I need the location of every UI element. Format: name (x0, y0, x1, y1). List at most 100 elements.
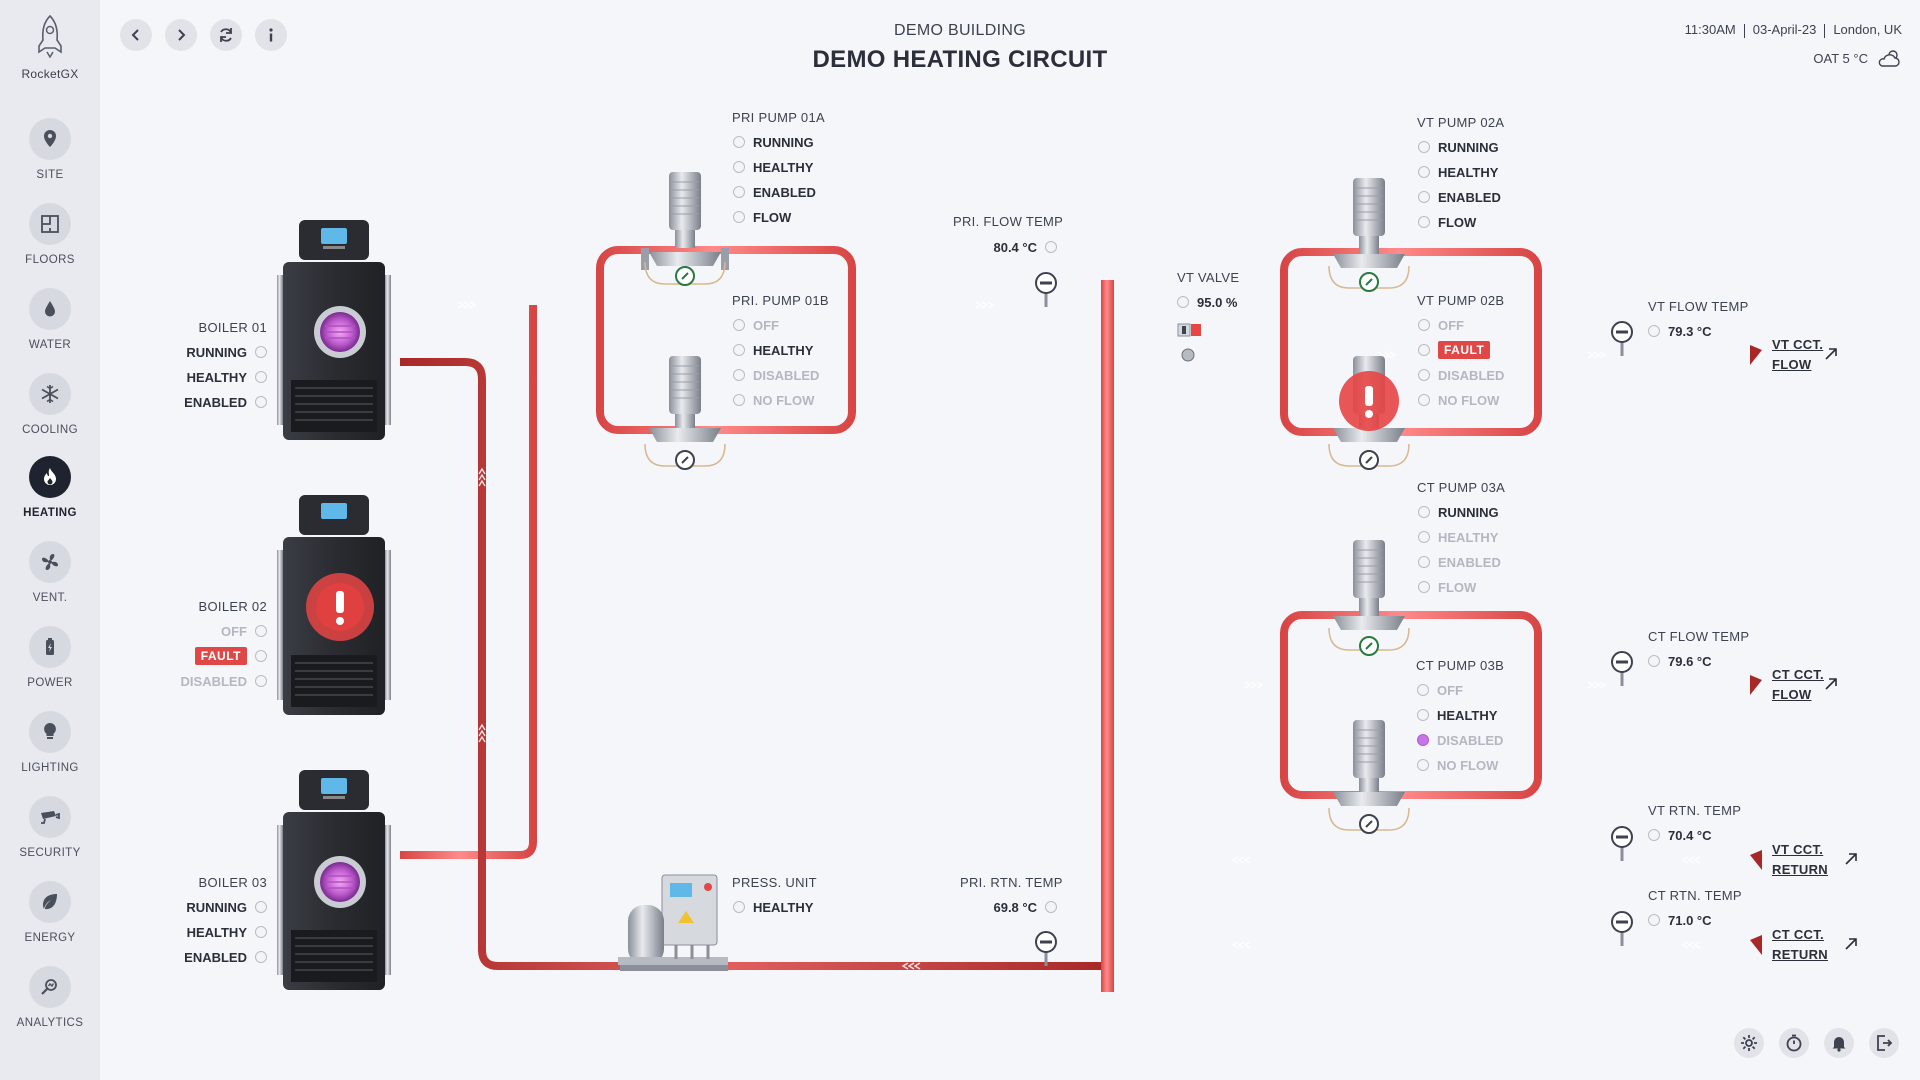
boiler-01-status-enabled[interactable]: ENABLED (120, 393, 267, 411)
sidebar-item-label: WATER (28, 339, 72, 351)
pri-pump-01a-unit[interactable] (641, 172, 729, 286)
cctv-camera-icon (41, 811, 60, 824)
ct-pump-03a-running[interactable]: RUNNING (1418, 503, 1499, 521)
forward-button[interactable] (165, 19, 197, 51)
vt-pump-02a-unit[interactable] (1328, 178, 1410, 292)
ct-pump-03b-no-flow[interactable]: NO FLOW (1417, 756, 1498, 774)
pri-flow-temp-title: PRI. FLOW TEMP (953, 214, 1064, 229)
vt-rtn-temp-sensor[interactable] (1611, 826, 1633, 861)
pressurisation-unit[interactable] (618, 874, 728, 971)
bell-icon (1832, 1037, 1846, 1052)
vt-pump-02a-flow[interactable]: FLOW (1418, 213, 1476, 231)
back-button[interactable] (120, 19, 152, 51)
location-pin-icon (44, 130, 56, 147)
notifications-button[interactable] (1824, 1028, 1854, 1058)
sidebar-item-energy[interactable]: ENERGY (0, 881, 100, 961)
info-button[interactable] (255, 19, 287, 51)
ct-pump-03b-disabled[interactable]: DISABLED (1417, 731, 1503, 749)
pri-pump-01b-off[interactable]: OFF (733, 316, 779, 334)
ct-rtn-temp-title: CT RTN. TEMP (1648, 888, 1742, 903)
sidebar-item-security[interactable]: SECURITY (0, 796, 100, 876)
brand-logo[interactable]: RocketGX (0, 14, 100, 81)
pri-pump-01a-healthy[interactable]: HEALTHY (733, 158, 813, 176)
vt-pump-02b-fault[interactable]: FAULT (1418, 341, 1491, 359)
snowflake-icon (41, 385, 59, 403)
sidebar-item-analytics[interactable]: ANALYTICS (0, 966, 100, 1046)
ct-pump-03b-unit[interactable] (1328, 720, 1410, 834)
boiler-03-status-running[interactable]: RUNNING (120, 898, 267, 916)
sidebar-item-label: ENERGY (24, 932, 76, 944)
ct-pump-03b-healthy[interactable]: HEALTHY (1417, 706, 1497, 724)
ct-pump-03a-flow[interactable]: FLOW (1418, 578, 1476, 596)
ct-cct-return-link[interactable]: CT CCT.RETURN (1772, 925, 1857, 965)
sidebar-item-heating[interactable]: HEATING (0, 456, 100, 536)
pri-pump-01a-enabled[interactable]: ENABLED (733, 183, 816, 201)
timer-button[interactable] (1779, 1028, 1809, 1058)
vt-flow-temp-sensor[interactable] (1611, 321, 1633, 356)
vt-pump-02b-unit[interactable] (1328, 356, 1410, 470)
sidebar-item-label: VENT. (32, 592, 68, 604)
vt-pump-02a-enabled[interactable]: ENABLED (1418, 188, 1501, 206)
sidebar-item-label: FLOORS (25, 254, 75, 266)
oat-value: OAT 5 °C (1813, 50, 1868, 66)
ct-pump-03a-healthy[interactable]: HEALTHY (1418, 528, 1498, 546)
pri-pump-01b-no-flow[interactable]: NO FLOW (733, 391, 814, 409)
logout-button[interactable] (1869, 1028, 1899, 1058)
sidebar-item-label: LIGHTING (21, 762, 79, 774)
ct-flow-temp-sensor[interactable] (1611, 651, 1633, 686)
settings-button[interactable] (1734, 1028, 1764, 1058)
boiler-01-status-running[interactable]: RUNNING (120, 343, 267, 361)
timer-icon (1786, 1034, 1802, 1052)
vt-flow-temp-title: VT FLOW TEMP (1648, 299, 1749, 314)
boiler-01-status-healthy[interactable]: HEALTHY (120, 368, 267, 386)
refresh-icon (220, 28, 232, 42)
sidebar-item-site[interactable]: SITE (0, 118, 100, 198)
press-unit-healthy[interactable]: HEALTHY (733, 898, 813, 916)
vt-pump-02b-disabled[interactable]: DISABLED (1418, 366, 1504, 384)
boiler-02-status-fault[interactable]: FAULT (120, 647, 267, 665)
boiler-03-status-healthy[interactable]: HEALTHY (120, 923, 267, 941)
ct-cct-flow-link[interactable]: CT CCT.FLOW (1772, 665, 1837, 705)
sidebar-item-lighting[interactable]: LIGHTING (0, 711, 100, 791)
pri-flow-temp-sensor[interactable] (1035, 272, 1057, 307)
vt-pump-02a-running[interactable]: RUNNING (1418, 138, 1499, 156)
ct-pump-03a-unit[interactable] (1328, 540, 1410, 656)
pri-pump-01a-running[interactable]: RUNNING (733, 133, 814, 151)
vt-cct-return-link[interactable]: VT CCT.RETURN (1772, 840, 1857, 880)
boiler-03-status-enabled[interactable]: ENABLED (120, 948, 267, 966)
ct-pump-03a-title: CT PUMP 03A (1417, 480, 1506, 495)
boiler-01-unit[interactable] (277, 220, 391, 440)
vt-pump-02b-off[interactable]: OFF (1418, 316, 1464, 334)
boiler-02-status-off[interactable]: OFF (120, 622, 267, 640)
vt-pump-02a-healthy[interactable]: HEALTHY (1418, 163, 1498, 181)
ct-pump-03a-enabled[interactable]: ENABLED (1418, 553, 1501, 571)
boiler-02-status-disabled[interactable]: DISABLED (120, 672, 267, 690)
ct-rtn-temp-sensor[interactable] (1611, 911, 1633, 946)
sidebar-item-water[interactable]: WATER (0, 288, 100, 368)
pri-pump-01b-healthy[interactable]: HEALTHY (733, 341, 813, 359)
refresh-button[interactable] (210, 19, 242, 51)
sidebar-item-floors[interactable]: FLOORS (0, 203, 100, 283)
pri-rtn-temp-sensor[interactable] (1035, 931, 1057, 966)
boiler-02-title: BOILER 02 (198, 599, 267, 614)
battery-icon (46, 638, 54, 655)
vt-rtn-temp-value: 70.4 °C (1648, 826, 1712, 844)
pri-pump-01b-disabled[interactable]: DISABLED (733, 366, 819, 384)
pri-pump-01b-unit[interactable] (644, 356, 726, 470)
vt-cct-flow-link[interactable]: VT CCT.FLOW (1772, 335, 1837, 375)
vt-pump-02b-no-flow[interactable]: NO FLOW (1418, 391, 1499, 409)
pri-pump-01a-flow[interactable]: FLOW (733, 208, 791, 226)
sidebar-item-cooling[interactable]: COOLING (0, 373, 100, 453)
ct-pump-03b-off[interactable]: OFF (1417, 681, 1463, 699)
sidebar-item-power[interactable]: POWER (0, 626, 100, 706)
boiler-03-title: BOILER 03 (198, 875, 267, 890)
brand-name: RocketGX (21, 67, 79, 81)
building-name: DEMO BUILDING (894, 22, 1026, 39)
sidebar-item-vent[interactable]: VENT. (0, 541, 100, 621)
boiler-03-unit[interactable] (277, 770, 391, 990)
boiler-02-unit[interactable] (277, 495, 391, 715)
vt-valve-actuator[interactable] (1177, 323, 1201, 362)
logout-icon (1877, 1035, 1893, 1051)
arrow-up-right-icon (1825, 678, 1837, 690)
sidebar-item-label: ANALYTICS (16, 1017, 84, 1029)
